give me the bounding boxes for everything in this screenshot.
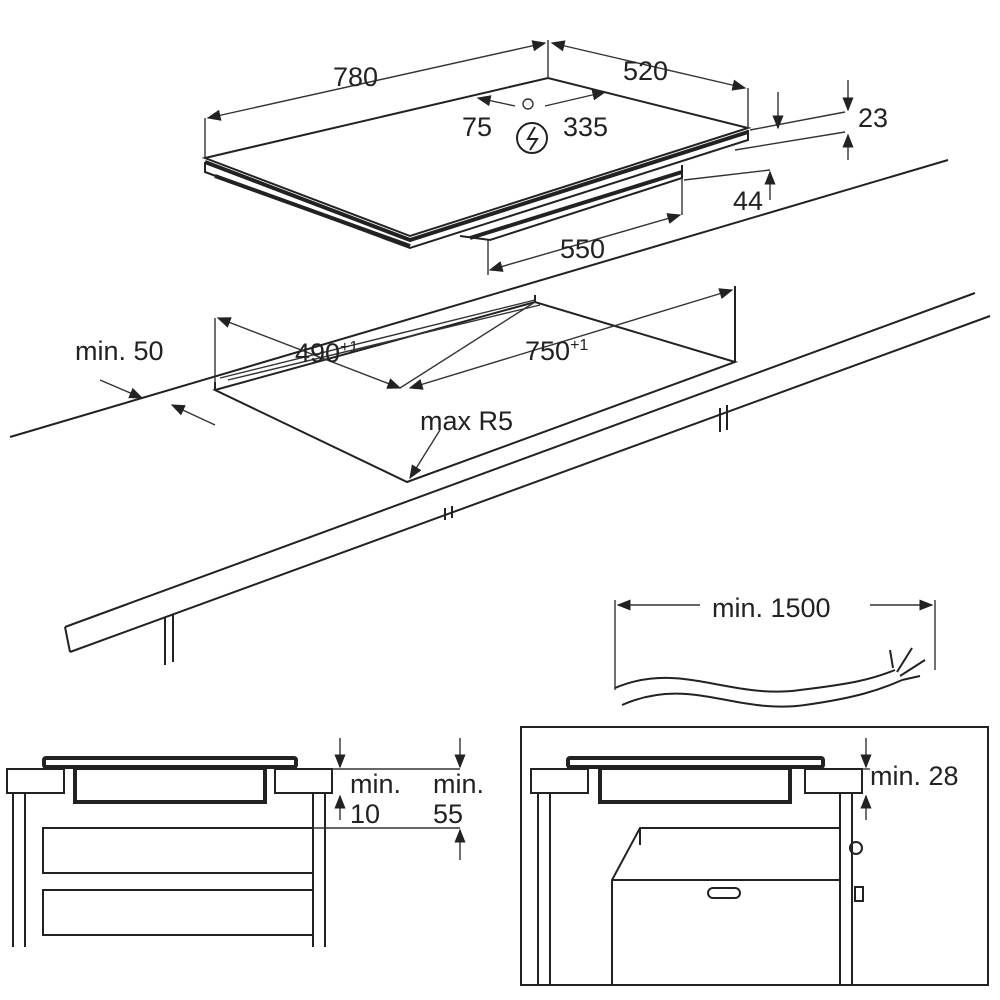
section-left-drawing: [6, 738, 466, 947]
corner-radius-label: max R5: [420, 406, 513, 436]
countertop-drawing: [9, 159, 991, 665]
glass-thickness-label: 23: [858, 103, 888, 133]
hob-depth-label: 520: [623, 56, 668, 86]
min-label-a: min.: [350, 769, 401, 799]
section-right-drawing: [520, 726, 989, 986]
hob-glass-edge: [204, 130, 749, 243]
base-width-label: 550: [560, 234, 605, 264]
front-margin-label: min. 50: [75, 336, 164, 366]
hob-width-label: 780: [333, 62, 378, 92]
cable-length-label: min. 1500: [712, 593, 831, 623]
clearance-10-label: 10: [350, 799, 380, 829]
cutout-depth-label: 490+1: [295, 338, 358, 368]
clearance-55-label: 55: [433, 799, 463, 829]
total-height-label: 44: [733, 186, 763, 216]
cable-drawing: [614, 599, 936, 708]
connection-left-label: 75: [462, 112, 492, 142]
clearance-28-label: min. 28: [870, 761, 959, 791]
connection-right-label: 335: [563, 112, 608, 142]
cutout-outline: [212, 300, 739, 484]
cutout-width-label: 750+1: [525, 336, 588, 366]
min-label-b: min.: [433, 769, 484, 799]
power-connection-icon: [516, 122, 548, 154]
hob-drawing: [201, 40, 854, 275]
